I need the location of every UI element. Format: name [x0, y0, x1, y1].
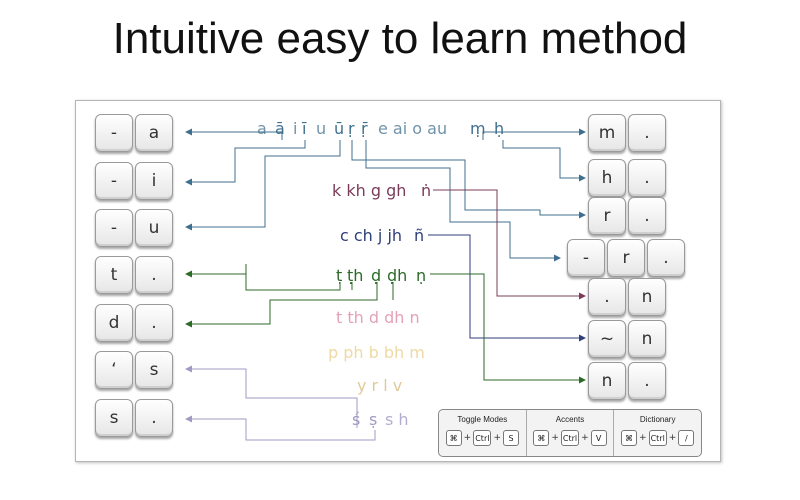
vowel-uu: ū — [334, 119, 345, 138]
velar-row: k kh g gh — [332, 181, 407, 200]
retro-n: ṇ — [416, 266, 427, 285]
vowel-aa: ā — [275, 119, 285, 138]
key-n-dot-1[interactable]: n — [588, 362, 626, 400]
ctrl-key[interactable]: Ctrl — [648, 430, 667, 446]
key-t-dot-1[interactable]: t — [95, 256, 133, 294]
slash-key[interactable]: / — [678, 430, 695, 446]
sibilant-rest: s h — [385, 410, 409, 429]
shortcut-panel: Toggle Modes ⌘ + Ctrl + S Accents ⌘ + Ct… — [438, 409, 702, 457]
semivowel-row: y r l v — [357, 376, 403, 395]
key-dot-n-1[interactable]: . — [588, 278, 626, 316]
vowel-i: i — [293, 119, 298, 138]
plus-sign: + — [581, 433, 589, 443]
anusvara-m: ṃ — [470, 119, 486, 138]
shortcut-title: Toggle Modes — [457, 415, 508, 424]
ctrl-key[interactable]: Ctrl — [473, 430, 492, 446]
shortcut-toggle-modes: Toggle Modes ⌘ + Ctrl + S — [439, 410, 527, 456]
palatal-row: c ch j jh — [340, 226, 403, 245]
vowel-a: a — [257, 119, 267, 138]
key-dash-u-1[interactable]: - — [95, 209, 133, 247]
key-m-dot-1[interactable]: m — [588, 114, 626, 152]
key-tilde-n-1[interactable]: ~ — [588, 320, 626, 358]
retro-t: ṭ — [336, 266, 343, 285]
key-h-dot-2[interactable]: . — [628, 159, 666, 197]
key-n-dot-2[interactable]: . — [628, 362, 666, 400]
ctrl-key[interactable]: Ctrl — [560, 430, 580, 446]
plus-sign: + — [551, 433, 559, 443]
retro-th: ṭh — [347, 266, 364, 285]
v-key[interactable]: V — [590, 430, 607, 446]
key-dash-i-2[interactable]: i — [135, 162, 173, 200]
key-dash-i-1[interactable]: - — [95, 162, 133, 200]
palatal-nasal: ñ — [414, 226, 425, 245]
key-dash-a-1[interactable]: - — [95, 114, 133, 152]
key-dot-n-2[interactable]: n — [628, 278, 666, 316]
vowel-u: u — [316, 119, 327, 138]
visarga-h: ḥ — [494, 119, 505, 138]
retro-dh: ḍh — [387, 266, 408, 285]
command-key[interactable]: ⌘ — [445, 430, 462, 446]
velar-nasal: ṅ — [421, 181, 432, 200]
key-dash-r-dot-2[interactable]: r — [607, 239, 645, 277]
shortcut-accents: Accents ⌘ + Ctrl + V — [527, 410, 615, 456]
vowel-rest: e ai o au — [378, 119, 448, 138]
vowel-rr: ṝ — [361, 119, 368, 138]
key-dash-r-dot-1[interactable]: - — [567, 239, 605, 277]
key-d-dot-1[interactable]: d — [95, 304, 133, 342]
key-quote-s-2[interactable]: s — [135, 351, 173, 389]
plus-sign: + — [463, 433, 472, 443]
shortcut-dictionary: Dictionary ⌘ + Ctrl + / — [614, 410, 701, 456]
plus-sign: + — [668, 433, 677, 443]
sibilant-sh: ś — [352, 410, 361, 429]
key-s-dot-1[interactable]: s — [95, 399, 133, 437]
key-t-dot-2[interactable]: . — [135, 256, 173, 294]
headline: Intuitive easy to learn method — [112, 14, 688, 63]
plus-sign: + — [639, 433, 647, 443]
s-key[interactable]: S — [503, 430, 519, 446]
plus-sign: + — [493, 433, 501, 443]
dental-row: t th d dh n — [336, 308, 420, 327]
vowel-r: ṛ — [348, 119, 355, 138]
shortcut-title: Dictionary — [639, 415, 676, 424]
shortcut-title: Accents — [555, 415, 585, 424]
retro-d: ḍ — [371, 266, 382, 285]
vowel-ii: ī — [302, 119, 307, 138]
key-r-dot-1[interactable]: r — [588, 197, 626, 235]
key-dash-u-2[interactable]: u — [135, 209, 173, 247]
sibilant-s-dot: ṣ — [369, 410, 378, 429]
key-d-dot-2[interactable]: . — [135, 304, 173, 342]
key-h-dot-1[interactable]: h — [588, 159, 626, 197]
key-dash-r-dot-3[interactable]: . — [647, 239, 685, 277]
command-key[interactable]: ⌘ — [621, 430, 638, 446]
labial-row: p ph b bh m — [328, 343, 425, 362]
key-r-dot-2[interactable]: . — [628, 197, 666, 235]
key-tilde-n-2[interactable]: n — [628, 320, 666, 358]
key-s-dot-2[interactable]: . — [135, 399, 173, 437]
command-key[interactable]: ⌘ — [533, 430, 550, 446]
key-m-dot-2[interactable]: . — [628, 114, 666, 152]
key-quote-s-1[interactable]: ʻ — [95, 351, 133, 389]
key-dash-a-2[interactable]: a — [135, 114, 173, 152]
